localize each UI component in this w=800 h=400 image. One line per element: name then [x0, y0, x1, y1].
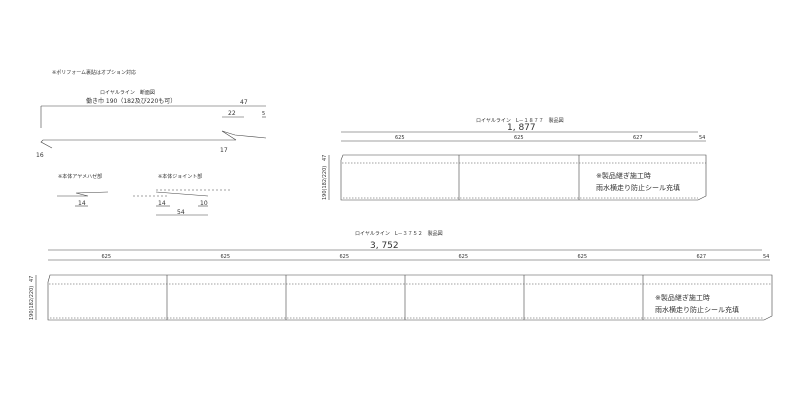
dim-22: 22 — [228, 110, 236, 117]
d1877-note2: 雨水横走り防止シール充填 — [596, 183, 680, 192]
d1877-total: 1, 877 — [507, 123, 536, 133]
working-width-label: 働き巾 190（182及び220も可） — [86, 97, 176, 105]
d3752-seg: 54 — [763, 254, 769, 260]
d1877-height-top: 47 — [322, 155, 328, 161]
d3752-height-top: 47 — [29, 276, 35, 282]
d3752-seg: 625 — [459, 254, 469, 260]
d1877-title: ロイヤルライン L－１８７７ 製品図 — [476, 117, 564, 124]
d1877-height: 190(182/220) — [322, 166, 328, 200]
d3752-height: 190(182/220) — [29, 286, 35, 320]
d3752-seg: 625 — [102, 254, 112, 260]
joint-dim-14: 14 — [158, 200, 166, 207]
dim-47: 47 — [240, 99, 248, 106]
ayame-dim: 14 — [78, 200, 86, 207]
d3752-seg: 625 — [340, 254, 350, 260]
dim-16: 16 — [36, 152, 44, 159]
joint-dim-54: 54 — [177, 209, 185, 216]
ayame-profile — [57, 191, 109, 197]
d1877-seg: 54 — [699, 135, 705, 141]
dim-5: 5 — [262, 111, 265, 117]
dim-17: 17 — [220, 147, 228, 154]
joint-title: ※本体ジョイント部 — [158, 173, 202, 180]
d1877-note1: ※製品継ぎ施工時 — [596, 171, 651, 180]
polyform-note: ※ポリフォーム裏貼はオプション対応 — [52, 69, 136, 76]
d3752-note1: ※製品継ぎ施工時 — [655, 293, 710, 302]
ayame-title: ※本体アヤメハゼ部 — [58, 173, 102, 180]
joint-dim-10: 10 — [200, 200, 208, 207]
d3752-title: ロイヤルライン L－３７５２ 製品図 — [355, 230, 443, 237]
section-profile — [40, 130, 267, 149]
d3752-note2: 雨水横走り防止シール充填 — [655, 305, 739, 314]
d1877-seg: 625 — [395, 135, 405, 141]
d1877-seg: 625 — [514, 135, 524, 141]
d1877-seg: 627 — [633, 135, 643, 141]
d3752-total: 3, 752 — [370, 241, 399, 251]
d3752-seg: 625 — [578, 254, 588, 260]
d3752-seg: 627 — [697, 254, 707, 260]
d3752-seg: 625 — [221, 254, 231, 260]
section-title: ロイヤルライン 断面図 — [100, 89, 155, 96]
